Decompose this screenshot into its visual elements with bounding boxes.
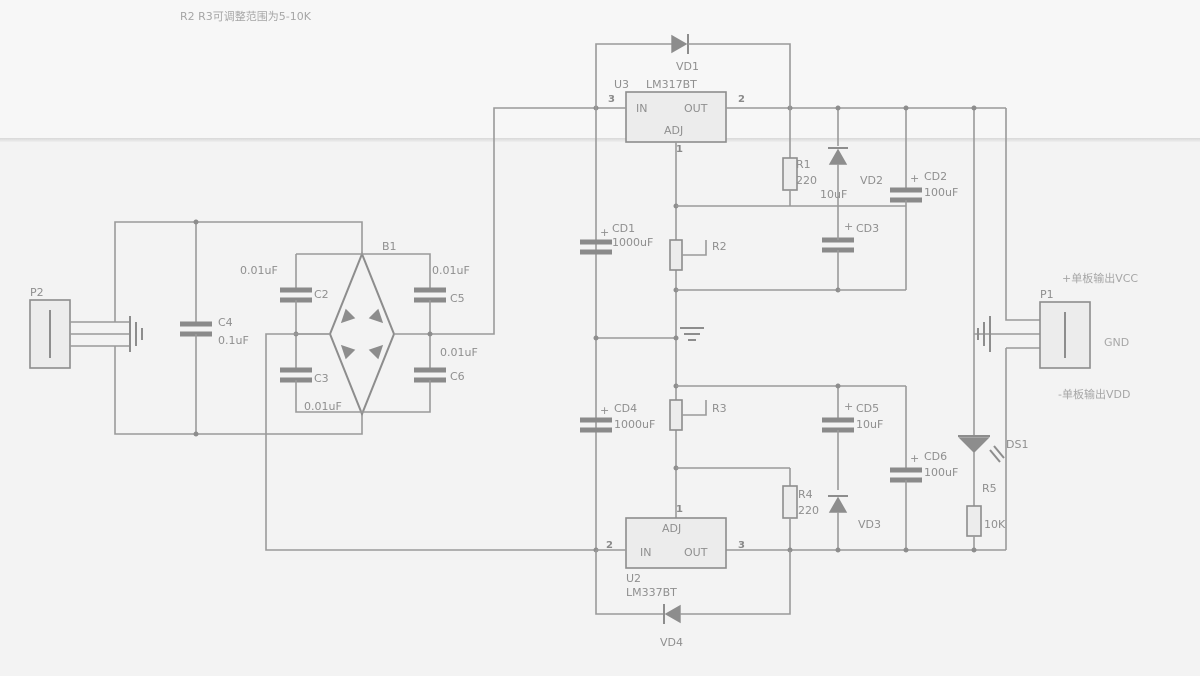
capacitor-cd3-plus: + [844, 220, 853, 233]
capacitor-c3-value: 0.01uF [304, 400, 342, 413]
diode-vd4-label: VD4 [660, 636, 683, 649]
resistor-r1-label: R1 [796, 158, 811, 171]
connector-p1-label: P1 [1040, 288, 1054, 301]
capacitor-c5-value: 0.01uF [432, 264, 470, 277]
paper-crease [0, 138, 1200, 142]
capacitor-cd1-label: CD1 [612, 222, 635, 235]
capacitor-cd6: + CD6 100uF [890, 386, 958, 550]
regulator-u2-pin1: 1 [676, 504, 683, 515]
regulator-u3: U3 LM317BT IN OUT ADJ 3 2 1 [608, 78, 745, 155]
capacitor-c4: C4 0.1uF [180, 219, 249, 437]
capacitor-cd2-plus: + [910, 172, 919, 185]
resistor-r5-value: 10K [984, 518, 1006, 531]
regulator-u2-in: IN [640, 546, 651, 559]
capacitor-c5: C5 0.01uF [414, 264, 470, 305]
diode-vd4: VD4 [595, 550, 791, 649]
resistor-r4-label: R4 [798, 488, 813, 501]
capacitor-cd6-label: CD6 [924, 450, 947, 463]
regulator-u2-label: U2 [626, 572, 641, 585]
resistor-r4-value: 220 [798, 504, 819, 517]
capacitor-c5-label: C5 [450, 292, 465, 305]
adjustment-note: R2 R3可调整范围为5-10K [180, 9, 312, 23]
capacitor-cd4-label: CD4 [614, 402, 637, 415]
regulator-u2-out: OUT [684, 546, 708, 559]
regulator-u3-in: IN [636, 102, 647, 115]
potentiometer-r2: R2 [669, 239, 727, 271]
capacitor-cd4: + CD4 1000uF [580, 402, 655, 433]
vcc-output-note: +单板输出VCC [1062, 271, 1138, 285]
regulator-u3-adj: ADJ [664, 124, 683, 137]
diode-vd3: VD3 [828, 495, 881, 550]
capacitor-c4-value: 0.1uF [218, 334, 249, 347]
ground-symbol-input [129, 316, 143, 352]
capacitor-cd1-plus: + [600, 226, 609, 239]
regulator-u3-label: U3 [614, 78, 629, 91]
capacitor-c6-label: C6 [450, 370, 465, 383]
ground-symbol-output [977, 316, 991, 352]
capacitor-c2-value: 0.01uF [240, 264, 278, 277]
regulator-u3-out: OUT [684, 102, 708, 115]
diode-vd1-label: VD1 [676, 60, 699, 73]
diode-vd3-label: VD3 [858, 518, 881, 531]
capacitor-cd5: + CD5 10uF [822, 386, 883, 490]
connector-p1: P1 [1039, 288, 1091, 369]
diode-vd2-label: VD2 [860, 174, 883, 187]
resistor-r1: R1 220 [782, 108, 817, 206]
capacitor-cd5-value: 10uF [856, 418, 883, 431]
capacitor-cd5-label: CD5 [856, 402, 879, 415]
regulator-u3-body [625, 91, 727, 143]
regulator-u2-pin2: 2 [606, 540, 613, 551]
capacitor-cd3-label: CD3 [856, 222, 879, 235]
diode-vd1: VD1 [595, 34, 791, 108]
regulator-u2: ADJ IN OUT U2 LM337BT 2 3 1 [606, 504, 745, 599]
bridge-b1-label: B1 [382, 240, 397, 253]
led-ds1-label: DS1 [1006, 438, 1028, 451]
regulator-u3-pin3: 3 [608, 94, 615, 105]
bridge-rectifier-b1: B1 [328, 240, 397, 417]
capacitor-cd3: + CD3 10uF [820, 188, 879, 290]
connector-p2: P2 [29, 286, 130, 369]
potentiometer-r3: R3 [669, 399, 727, 431]
capacitor-cd2: + CD2 100uF [838, 108, 958, 291]
capacitor-c3-label: C3 [314, 372, 329, 385]
capacitor-c3: C3 0.01uF [280, 367, 342, 413]
capacitor-cd6-plus: + [910, 452, 919, 465]
capacitor-c2-label: C2 [314, 288, 329, 301]
regulator-u2-body [625, 517, 727, 569]
resistor-r1-value: 220 [796, 174, 817, 187]
resistor-r4: R4 220 [782, 468, 819, 550]
capacitor-cd3-value: 10uF [820, 188, 847, 201]
capacitor-c4-label: C4 [218, 316, 233, 329]
regulator-u3-part: LM317BT [646, 78, 697, 91]
capacitor-cd1-value: 1000uF [612, 236, 653, 249]
capacitor-cd4-plus: + [600, 404, 609, 417]
regulator-u2-part: LM337BT [626, 586, 677, 599]
connector-p2-label: P2 [30, 286, 44, 299]
regulator-u2-adj: ADJ [662, 522, 681, 535]
regulator-u2-pin3: 3 [738, 540, 745, 551]
capacitor-c2: C2 0.01uF [240, 264, 329, 303]
potentiometer-r3-label: R3 [712, 402, 727, 415]
ground-symbol-center [680, 327, 704, 341]
capacitor-c6-value: 0.01uF [440, 346, 478, 359]
capacitor-c6: C6 0.01uF [414, 346, 478, 383]
capacitor-cd6-value: 100uF [924, 466, 958, 479]
paper-upper-sheet [0, 0, 1200, 140]
potentiometer-r2-label: R2 [712, 240, 727, 253]
regulator-u3-pin2: 2 [738, 94, 745, 105]
resistor-r5: R5 10K [966, 482, 1006, 550]
diode-vd2: VD2 [828, 108, 883, 224]
capacitor-cd5-plus: + [844, 400, 853, 413]
capacitor-cd4-value: 1000uF [614, 418, 655, 431]
vdd-output-note: -单板输出VDD [1058, 387, 1130, 401]
capacitor-cd2-value: 100uF [924, 186, 958, 199]
regulator-u3-pin1: 1 [676, 144, 683, 155]
led-ds1: DS1 [958, 434, 1028, 506]
gnd-output-note: GND [1104, 336, 1129, 349]
capacitor-cd1: + CD1 1000uF [580, 222, 653, 255]
capacitor-cd2-label: CD2 [924, 170, 947, 183]
resistor-r5-label: R5 [982, 482, 997, 495]
